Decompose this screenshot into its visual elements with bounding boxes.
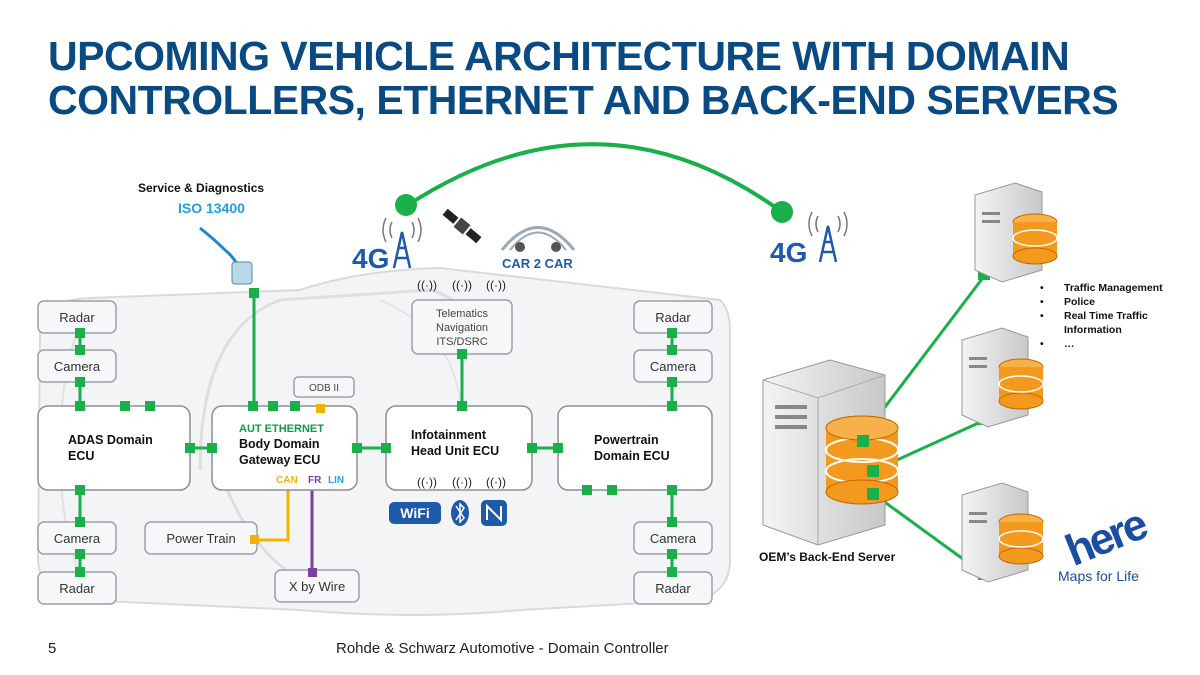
svg-text:CAR 2 CAR: CAR 2 CAR — [502, 256, 573, 271]
page-number: 5 — [48, 640, 57, 657]
telematics-label: Telematics — [436, 308, 488, 320]
svg-text:4G: 4G — [352, 243, 389, 274]
fr-label: FR — [308, 475, 322, 486]
telematics-antennas: ((·)) ((·)) ((·)) ((·)) ((·)) ((·)) — [417, 278, 506, 489]
can-bus-wire — [258, 488, 290, 542]
svg-text:•: • — [1040, 282, 1044, 294]
svg-text:4G: 4G — [770, 237, 807, 268]
diagnostics-label: Service & Diagnostics — [138, 181, 264, 195]
can-label: CAN — [276, 475, 298, 486]
adas-label-line2: ECU — [68, 449, 94, 463]
server-traffic-icon — [974, 182, 1058, 283]
camera-rear-right-label: Camera — [650, 531, 697, 546]
camera-front-left-label: Camera — [54, 359, 101, 374]
oem-server-label: OEM’s Back-End Server — [759, 550, 896, 564]
server-here-icon — [961, 482, 1044, 583]
gateway-label-line2: Gateway ECU — [239, 453, 320, 467]
lin-label: LIN — [328, 475, 344, 486]
iso-label: ISO 13400 — [178, 200, 245, 216]
powertrain-ecu-box — [557, 405, 713, 491]
here-tagline: Maps for Life — [1058, 568, 1139, 584]
oem-port-3 — [867, 488, 879, 500]
odb-label: ODB II — [309, 383, 339, 394]
svg-text:here: here — [1059, 499, 1154, 575]
wifi-label: WiFi — [400, 505, 429, 521]
aut-ethernet-label: AUT ETHERNET — [239, 423, 324, 435]
its-dsrc-label: ITS/DSRC — [436, 336, 487, 348]
svg-text:((·)): ((·)) — [417, 278, 437, 292]
navigation-label: Navigation — [436, 322, 488, 334]
oem-server-icon — [762, 359, 899, 546]
adas-label-line1: ADAS Domain — [68, 433, 153, 447]
link-endpoint-right — [771, 201, 793, 223]
nfc-icon — [481, 500, 507, 526]
ethernet-cable-icon — [199, 226, 253, 285]
radar-rear-left-label: Radar — [59, 581, 95, 596]
oem-port-2 — [867, 465, 879, 477]
link-endpoint-left — [395, 194, 417, 216]
car2car-icon: CAR 2 CAR — [500, 226, 576, 271]
sensor-boxes — [37, 299, 713, 605]
svg-text:((·)): ((·)) — [452, 278, 472, 292]
svg-text:•: • — [1040, 296, 1044, 308]
power-train-label: Power Train — [166, 531, 235, 546]
service-item: Real Time Traffic — [1064, 310, 1148, 322]
infotainment-label-line1: Infotainment — [411, 428, 487, 442]
odb-box — [293, 376, 355, 398]
flexray-port — [308, 568, 317, 577]
server-police-icon — [961, 327, 1044, 428]
wifi-icon — [389, 502, 441, 524]
title-line-1: UPCOMING VEHICLE ARCHITECTURE WITH DOMAI… — [48, 33, 1070, 79]
oem-port-1 — [857, 435, 869, 447]
bluetooth-icon — [451, 500, 469, 526]
radar-rear-right-label: Radar — [655, 581, 691, 596]
powertrain-label-line2: Domain ECU — [594, 449, 670, 463]
camera-front-right-label: Camera — [650, 359, 697, 374]
odb-port — [316, 404, 325, 413]
powertrain-label-line1: Powertrain — [594, 433, 659, 447]
service-item: Traffic Management — [1064, 282, 1163, 294]
satellite-icon — [442, 208, 482, 244]
svg-text:((·)): ((·)) — [486, 475, 506, 489]
services-list: • Traffic Management • Police • Real Time T… — [1040, 282, 1163, 350]
svg-text:•: • — [1040, 310, 1044, 322]
infotainment-label-line2: Head Unit ECU — [411, 444, 499, 458]
cellular-4g-left-icon: 4G — [352, 217, 422, 274]
svg-text:((·)): ((·)) — [417, 475, 437, 489]
service-item: … — [1064, 338, 1075, 350]
adas-ecu-box — [37, 405, 191, 491]
gateway-label-line1: Body Domain — [239, 437, 320, 451]
svg-text:((·)): ((·)) — [486, 278, 506, 292]
here-logo: here Maps for Life — [1058, 499, 1154, 584]
footer-text: Rohde & Schwarz Automotive - Domain Cont… — [336, 640, 669, 657]
camera-rear-left-label: Camera — [54, 531, 101, 546]
service-item: Information — [1064, 324, 1122, 336]
x-by-wire-label: X by Wire — [289, 579, 345, 594]
radar-front-left-label: Radar — [59, 310, 95, 325]
radar-front-right-label: Radar — [655, 310, 691, 325]
svg-text:((·)): ((·)) — [452, 475, 472, 489]
service-item: Police — [1064, 296, 1095, 308]
can-port — [250, 535, 259, 544]
svg-text:•: • — [1040, 338, 1044, 350]
title-line-2: CONTROLLERS, ETHERNET AND BACK-END SERVE… — [48, 77, 1119, 123]
ecu-boxes — [37, 405, 713, 491]
cellular-4g-right-icon: 4G — [770, 211, 848, 268]
page-title: UPCOMING VEHICLE ARCHITECTURE WITH DOMAI… — [48, 34, 1148, 122]
